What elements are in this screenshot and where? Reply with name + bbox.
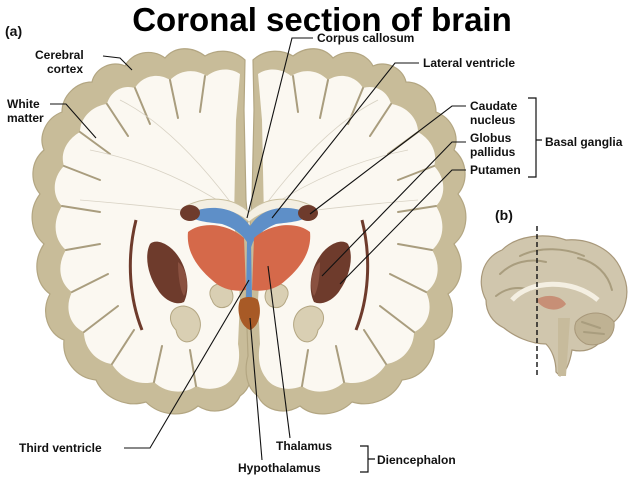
sagittal-thalamus (536, 295, 566, 310)
coronal-section (31, 48, 467, 415)
left-claustrum (128, 219, 144, 331)
right-thalamus (252, 225, 311, 291)
label-globus-pallidus-line1: Globus (470, 131, 512, 145)
label-third-ventricle: Third ventricle (19, 441, 102, 455)
bracket-diencephalon (360, 445, 375, 473)
left-temporal-fold (169, 305, 201, 343)
labels: Cerebral cortex White matter Corpus call… (7, 31, 623, 475)
panel-a-label: (a) (5, 23, 22, 39)
leader-third-ventricle (124, 279, 250, 449)
label-white-matter-line1: White (7, 97, 40, 111)
sagittal-inset: (b) (480, 207, 628, 377)
bracket-basal-ganglia (528, 97, 542, 178)
leader-caudate-nucleus (309, 105, 466, 215)
leader-white-matter (50, 103, 97, 139)
lateral-ventricles (188, 207, 310, 250)
sagittal-cerebellum (574, 312, 615, 346)
left-hippocampus (209, 283, 234, 309)
right-caudate-nucleus (298, 205, 318, 221)
leader-lateral-ventricle (271, 62, 419, 219)
left-sulci (61, 75, 206, 387)
label-lateral-ventricle: Lateral ventricle (423, 56, 515, 70)
label-thalamus: Thalamus (276, 439, 332, 453)
leader-globus-pallidus (321, 141, 466, 277)
left-putamen (147, 241, 188, 304)
label-white-matter-line2: matter (7, 111, 44, 125)
left-thalamus (187, 225, 246, 291)
label-corpus-callosum: Corpus callosum (317, 31, 414, 45)
leader-hypothalamus (249, 317, 263, 461)
third-ventricle (246, 240, 252, 300)
hypothalamus (238, 297, 260, 330)
label-hypothalamus: Hypothalamus (238, 461, 321, 475)
left-caudate-nucleus (180, 205, 200, 221)
leader-putamen (339, 169, 466, 285)
leader-corpus-callosum (246, 37, 313, 219)
sagittal-brainstem (558, 318, 570, 376)
label-caudate-nucleus-line2: nucleus (470, 113, 516, 127)
panel-b-label: (b) (495, 207, 513, 223)
left-globus-pallidus (178, 262, 187, 296)
leader-cerebral-cortex (102, 55, 133, 71)
label-putamen: Putamen (470, 163, 521, 177)
right-globus-pallidus (311, 262, 320, 296)
label-caudate-nucleus-line1: Caudate (470, 99, 518, 113)
right-temporal-fold (293, 305, 325, 343)
label-basal-ganglia: Basal ganglia (545, 135, 623, 149)
label-cerebral-cortex-line1: Cerebral (35, 48, 84, 62)
label-diencephalon: Diencephalon (377, 453, 456, 467)
label-cerebral-cortex-line2: cortex (47, 62, 83, 76)
label-globus-pallidus-line2: pallidus (470, 145, 516, 159)
sagittal-corpus-callosum (510, 281, 600, 302)
diagram-title: Coronal section of brain (132, 1, 512, 38)
leader-thalamus (267, 265, 291, 439)
